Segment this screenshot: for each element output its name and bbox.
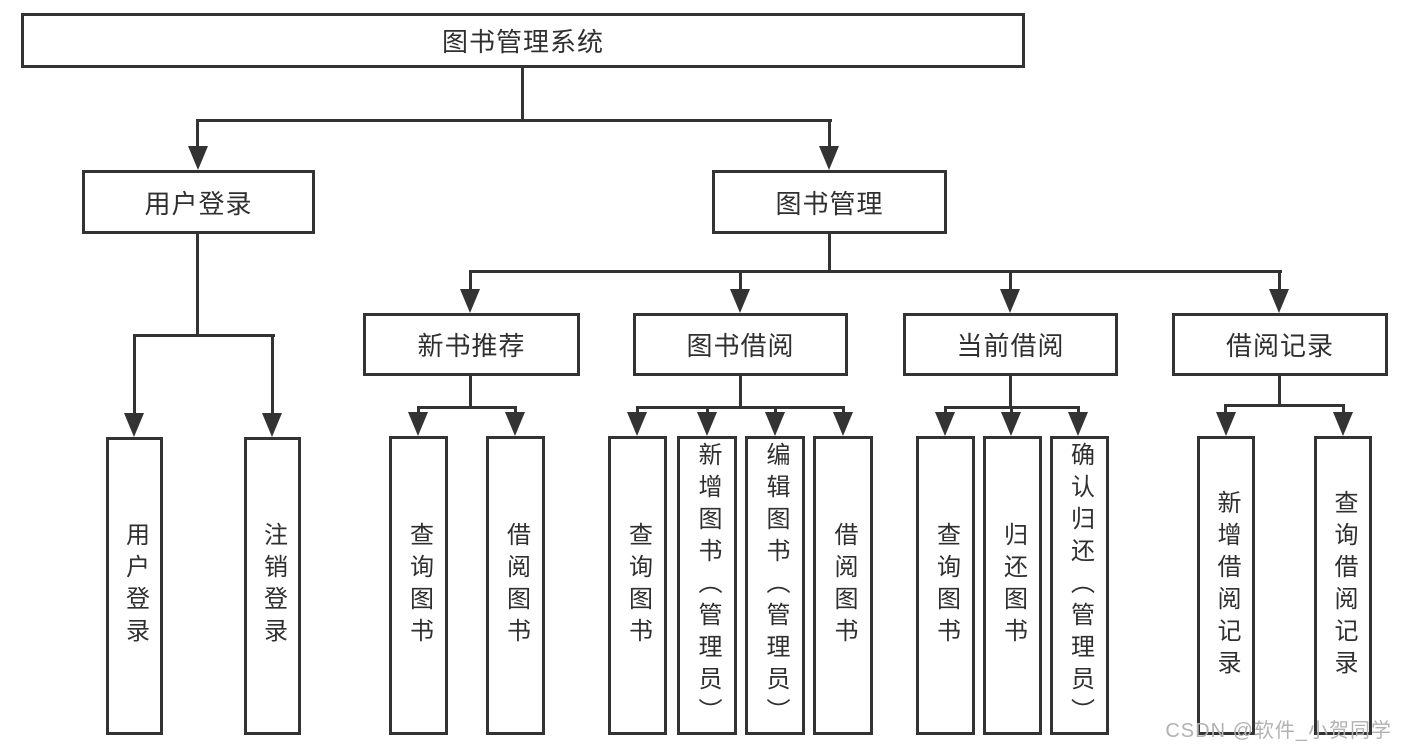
arrowhead-down (1216, 412, 1236, 436)
watermark: CSDN @软件_小贺同学 (1165, 720, 1392, 742)
arrowhead-down (935, 412, 955, 436)
arrowhead-down (460, 289, 480, 313)
arrowhead-down (1269, 289, 1289, 313)
connector-line (417, 406, 517, 409)
arrowhead-down (730, 289, 750, 313)
node-borrow-records: 借阅记录 (1172, 313, 1388, 376)
leaf-borrow-books: 借阅图书 (486, 436, 545, 735)
node-user-login: 用户登录 (82, 170, 315, 234)
arrowhead-down (262, 413, 282, 437)
connector-line (133, 334, 275, 337)
connector-line (828, 234, 831, 273)
leaf-query-books: 查询图书 (916, 436, 975, 735)
leaf-logout: 注销登录 (244, 437, 301, 735)
connector-line (1224, 404, 1227, 416)
leaf-edit-books-admin: 编辑图书（管理员） (745, 436, 805, 735)
arrowhead-down (1333, 412, 1353, 436)
connector-line (469, 376, 472, 409)
connector-line (636, 406, 639, 416)
arrowhead-down (697, 412, 717, 436)
connector-line (739, 270, 742, 292)
arrowhead-down (505, 412, 525, 436)
connector-line (1224, 404, 1345, 407)
leaf-user-login: 用户登录 (106, 437, 163, 735)
connector-line (196, 119, 832, 122)
connector-line (1278, 376, 1281, 407)
leaf-borrow-books: 借阅图书 (813, 436, 873, 735)
arrowhead-down (765, 412, 785, 436)
arrowhead-down (1001, 412, 1021, 436)
arrowhead-down (819, 146, 839, 170)
connector-line (828, 119, 831, 149)
arrowhead-down (833, 412, 853, 436)
connector-line (1278, 270, 1281, 292)
node-book-management: 图书管理 (712, 170, 947, 234)
arrowhead-down (408, 412, 428, 436)
arrowhead-down (1068, 412, 1088, 436)
connector-line (842, 406, 845, 416)
connector-line (706, 406, 709, 416)
node-new-book-recommend: 新书推荐 (363, 313, 580, 376)
node-book-borrowing: 图书借阅 (633, 313, 848, 376)
connector-line (1077, 406, 1080, 416)
node-library-system: 图书管理系统 (21, 13, 1025, 68)
leaf-return-books: 归还图书 (983, 436, 1042, 735)
leaf-confirm-return-admin: 确认归还（管理员） (1050, 436, 1109, 735)
node-current-borrowing: 当前借阅 (903, 313, 1118, 376)
leaf-query-borrow-record: 查询借阅记录 (1314, 436, 1372, 735)
connector-line (1342, 404, 1345, 416)
connector-line (636, 406, 845, 409)
arrowhead-down (188, 146, 208, 170)
leaf-add-borrow-record: 新增借阅记录 (1197, 436, 1255, 735)
arrowhead-down (124, 413, 144, 437)
connector-line (739, 376, 742, 409)
connector-line (271, 334, 274, 416)
connector-line (469, 270, 1282, 273)
connector-line (944, 406, 947, 416)
leaf-query-books: 查询图书 (608, 436, 667, 735)
connector-line (1010, 406, 1013, 416)
connector-line (521, 68, 524, 122)
arrowhead-down (1000, 289, 1020, 313)
connector-line (133, 334, 136, 416)
connector-line (514, 406, 517, 416)
leaf-add-books-admin: 新增图书（管理员） (677, 436, 737, 735)
arrowhead-down (627, 412, 647, 436)
leaf-query-books: 查询图书 (389, 436, 448, 735)
connector-line (417, 406, 420, 416)
connector-line (196, 233, 199, 337)
connector-line (774, 406, 777, 416)
connector-line (1009, 376, 1012, 409)
connector-line (196, 119, 199, 149)
connector-line (1009, 270, 1012, 292)
connector-line (469, 270, 472, 292)
